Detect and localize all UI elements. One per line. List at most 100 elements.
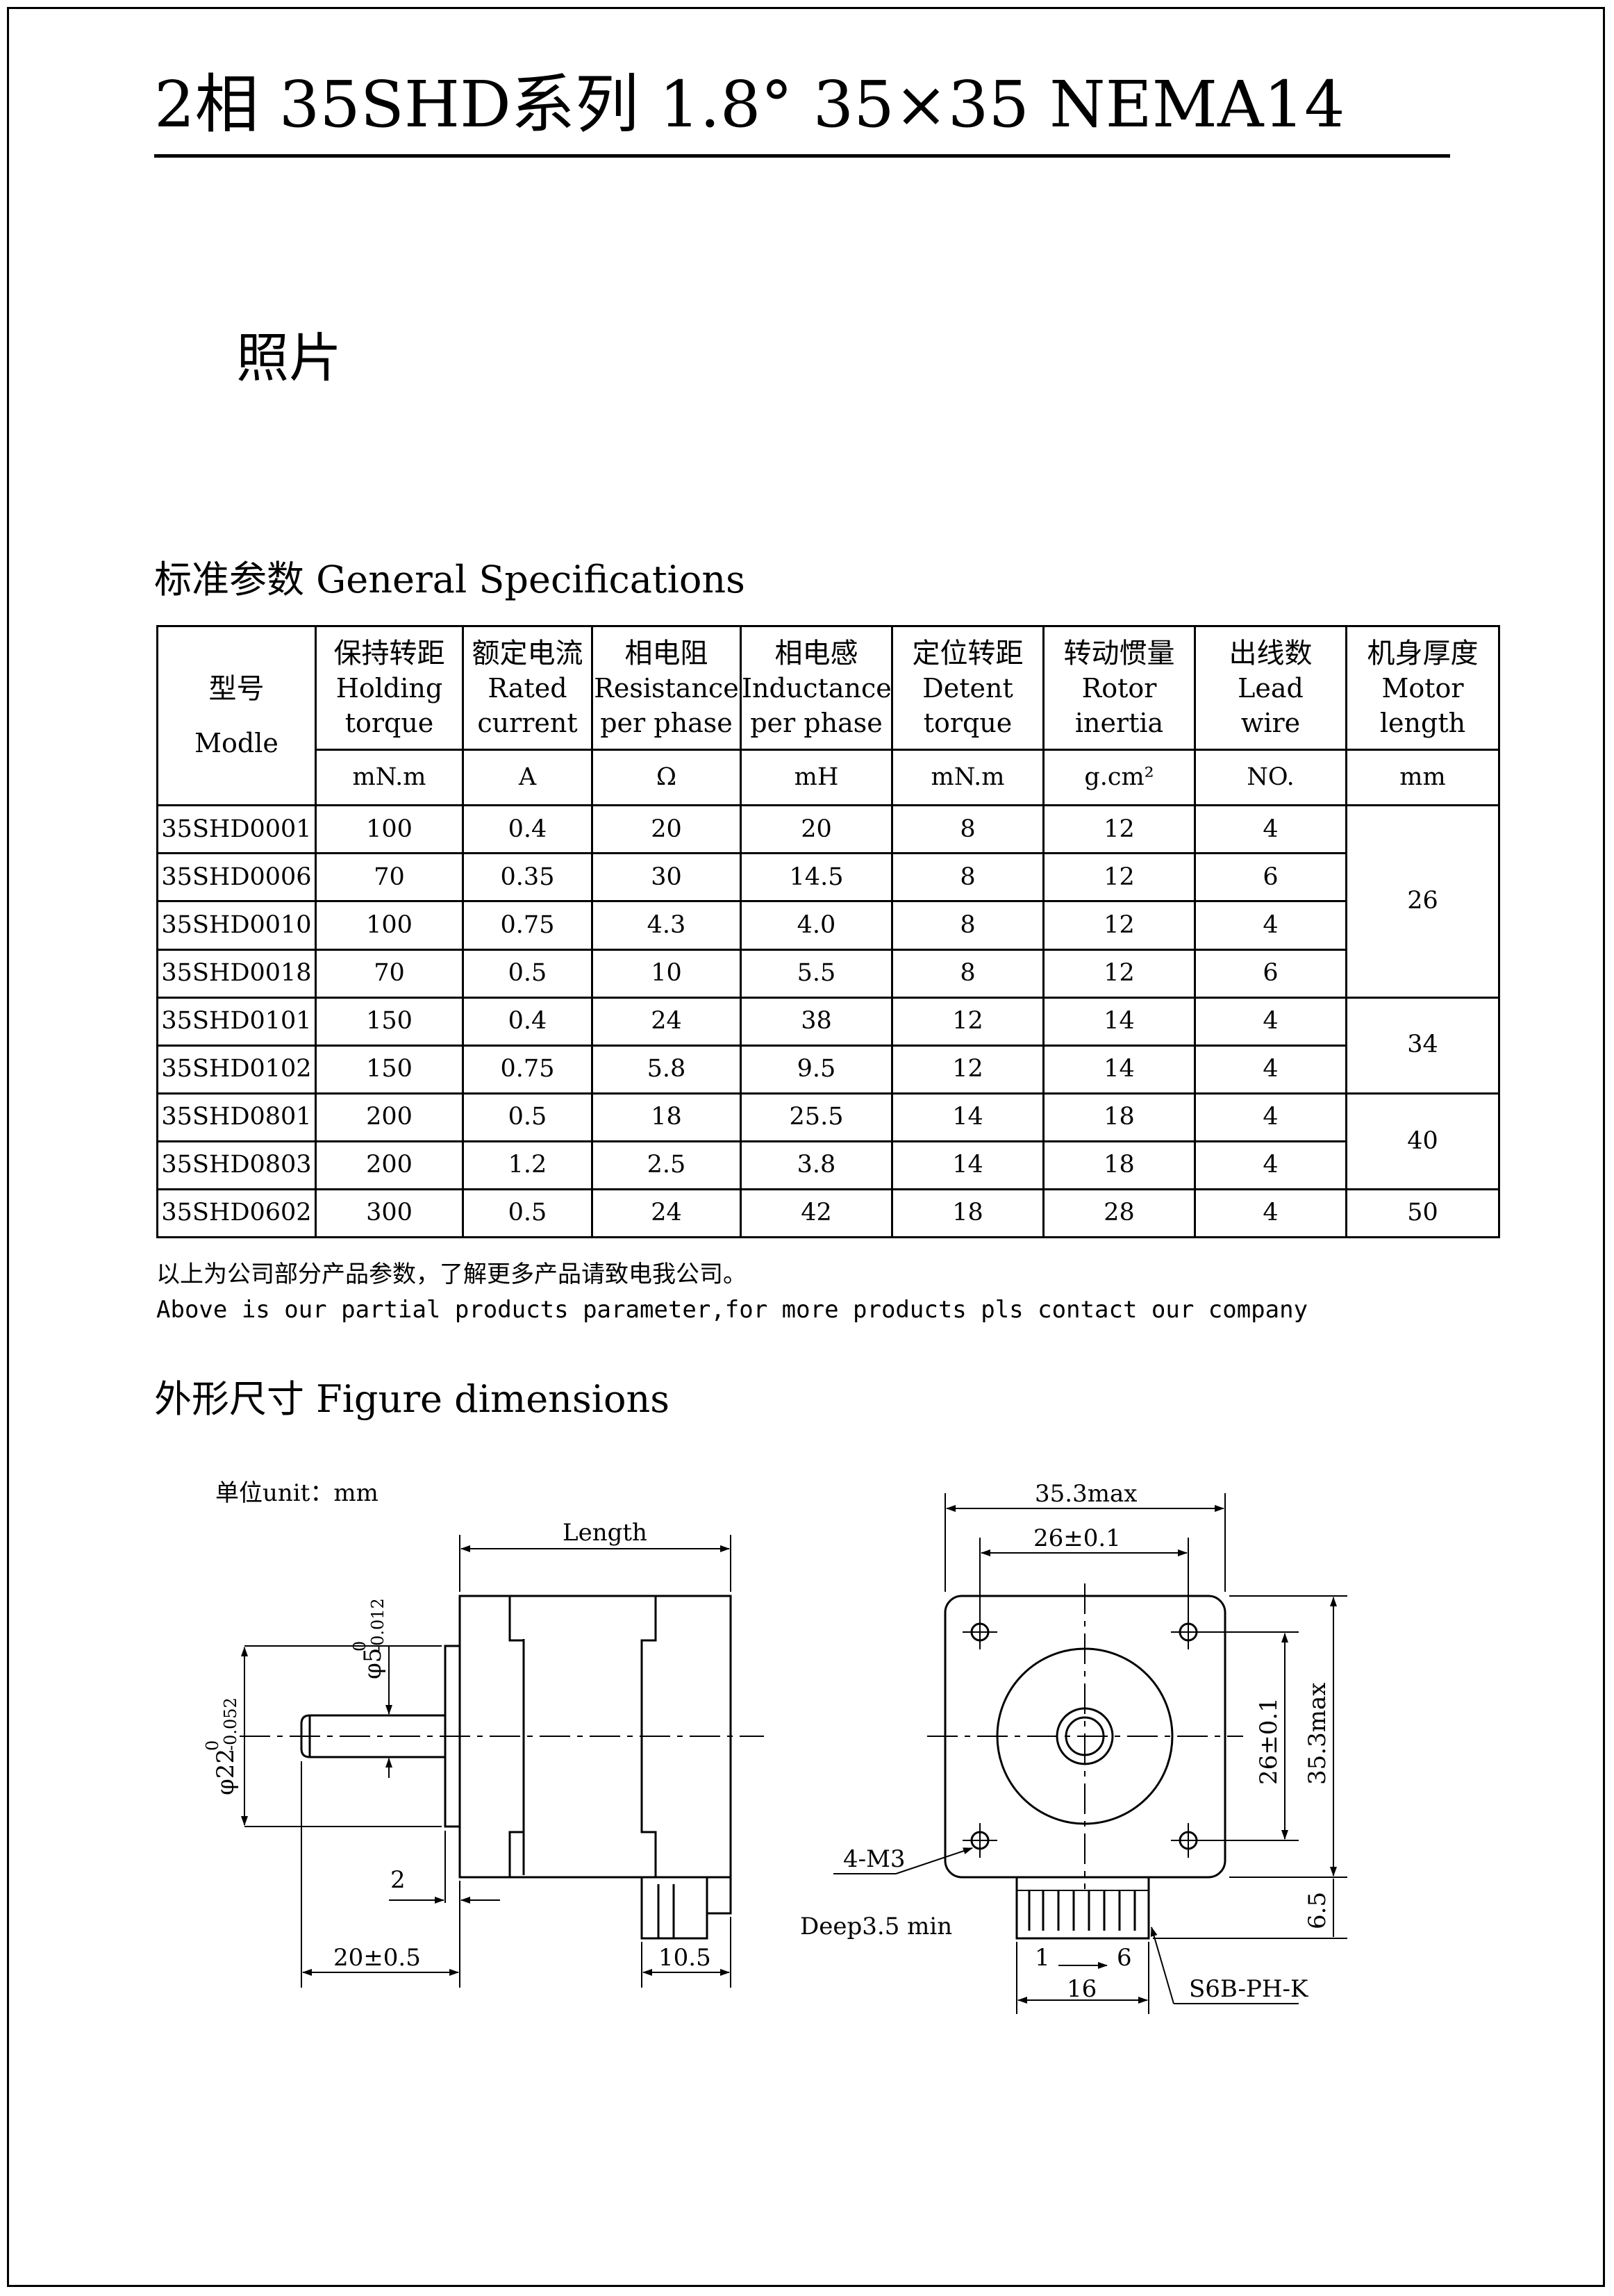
- pin-last: 6: [1117, 1944, 1132, 1972]
- unit-resistance: Ω: [591, 749, 742, 807]
- svg-text:0: 0: [203, 1740, 222, 1751]
- dim-boss-dia: φ22 0 -0.052: [203, 1697, 240, 1795]
- dim-hole-spacing-v: 26±0.1: [1255, 1697, 1283, 1785]
- cell-leads: 6: [1194, 948, 1347, 999]
- unit-leads: NO.: [1194, 749, 1347, 807]
- title-underline: [154, 154, 1450, 158]
- cell-inductance: 42: [740, 1188, 893, 1239]
- cell-detent: 12: [891, 1044, 1045, 1095]
- svg-text:0: 0: [350, 1641, 369, 1652]
- cell-holding: 300: [315, 1188, 464, 1239]
- cell-resistance: 2.5: [591, 1140, 742, 1190]
- cell-leads: 4: [1194, 1092, 1347, 1142]
- dim-shaft-dia: φ5 0 -0.012: [350, 1598, 388, 1679]
- cell-detent: 14: [891, 1140, 1045, 1190]
- svg-text:-0.012: -0.012: [368, 1598, 388, 1652]
- model-header-en: Modle: [194, 727, 278, 758]
- figure-heading: 外形尺寸 Figure dimensions: [154, 1377, 669, 1421]
- cell-inductance: 4.0: [740, 900, 893, 951]
- cell-inductance: 5.5: [740, 948, 893, 999]
- cell-resistance: 20: [591, 804, 742, 855]
- dim-thread: 4-M3: [843, 1845, 906, 1873]
- cell-holding: 100: [315, 804, 464, 855]
- cell-current: 0.5: [462, 948, 593, 999]
- cell-resistance: 5.8: [591, 1044, 742, 1095]
- cell-leads: 4: [1194, 1044, 1347, 1095]
- cell-holding: 150: [315, 996, 464, 1047]
- svg-text:φ5: φ5: [359, 1648, 387, 1679]
- dim-boss-height: 2: [390, 1866, 406, 1894]
- cell-detent: 8: [891, 852, 1045, 903]
- cell-inertia: 12: [1042, 804, 1196, 855]
- cell-detent: 8: [891, 900, 1045, 951]
- cell-detent: 14: [891, 1092, 1045, 1142]
- cell-length-group: 40: [1345, 1092, 1500, 1190]
- cell-inertia: 14: [1042, 996, 1196, 1047]
- cell-current: 0.4: [462, 996, 593, 1047]
- cell-model: 35SHD0018: [156, 948, 317, 999]
- cell-resistance: 10: [591, 948, 742, 999]
- cell-holding: 200: [315, 1092, 464, 1142]
- unit-inductance: mH: [740, 749, 893, 807]
- cell-inductance: 20: [740, 804, 893, 855]
- cell-leads: 4: [1194, 804, 1347, 855]
- cell-model: 35SHD0001: [156, 804, 317, 855]
- cell-detent: 12: [891, 996, 1045, 1047]
- cell-detent: 8: [891, 948, 1045, 999]
- cell-current: 0.5: [462, 1092, 593, 1142]
- cell-current: 0.4: [462, 804, 593, 855]
- cell-leads: 6: [1194, 852, 1347, 903]
- side-view: [240, 1535, 764, 1988]
- cell-length-group: 26: [1345, 804, 1500, 999]
- unit-holding: mN.m: [315, 749, 464, 807]
- cell-inductance: 38: [740, 996, 893, 1047]
- unit-label: 单位unit：mm: [215, 1479, 378, 1507]
- specs-heading: 标准参数 General Specifications: [154, 558, 745, 601]
- dim-connector-width: 16: [1067, 1975, 1097, 2003]
- cell-leads: 4: [1194, 1140, 1347, 1190]
- cell-inertia: 18: [1042, 1092, 1196, 1142]
- dim-connector-length: 10.5: [658, 1944, 711, 1972]
- unit-length: mm: [1345, 749, 1500, 807]
- cell-current: 0.75: [462, 900, 593, 951]
- dim-shaft-length: 20±0.5: [333, 1944, 421, 1972]
- unit-current: A: [462, 749, 593, 807]
- cell-inductance: 9.5: [740, 1044, 893, 1095]
- cell-detent: 18: [891, 1188, 1045, 1239]
- cell-model: 35SHD0101: [156, 996, 317, 1047]
- cell-detent: 8: [891, 804, 1045, 855]
- cell-model: 35SHD0803: [156, 1140, 317, 1190]
- cell-inertia: 14: [1042, 1044, 1196, 1095]
- cell-inertia: 18: [1042, 1140, 1196, 1190]
- model-header: 型号 Modle: [156, 624, 317, 807]
- dimension-drawing: Length φ5 0 -0.012 φ22 0 -0.052 2 20±0.5…: [203, 1480, 1347, 2014]
- note-cn: 以上为公司部分产品参数，了解更多产品请致电我公司。: [156, 1261, 747, 1288]
- cell-current: 0.5: [462, 1188, 593, 1239]
- cell-resistance: 4.3: [591, 900, 742, 951]
- svg-text:-0.052: -0.052: [221, 1697, 240, 1751]
- cell-resistance: 24: [591, 1188, 742, 1239]
- photo-label: 照片: [236, 327, 342, 389]
- dim-width-max: 35.3max: [1035, 1480, 1137, 1508]
- motor-shaft: [300, 1714, 445, 1758]
- cell-current: 1.2: [462, 1140, 593, 1190]
- unit-inertia: g.cm²: [1042, 749, 1196, 807]
- cell-resistance: 30: [591, 852, 742, 903]
- cell-inertia: 12: [1042, 948, 1196, 999]
- front-view: [833, 1493, 1347, 2014]
- cell-model: 35SHD0801: [156, 1092, 317, 1142]
- pin-first: 1: [1035, 1944, 1050, 1972]
